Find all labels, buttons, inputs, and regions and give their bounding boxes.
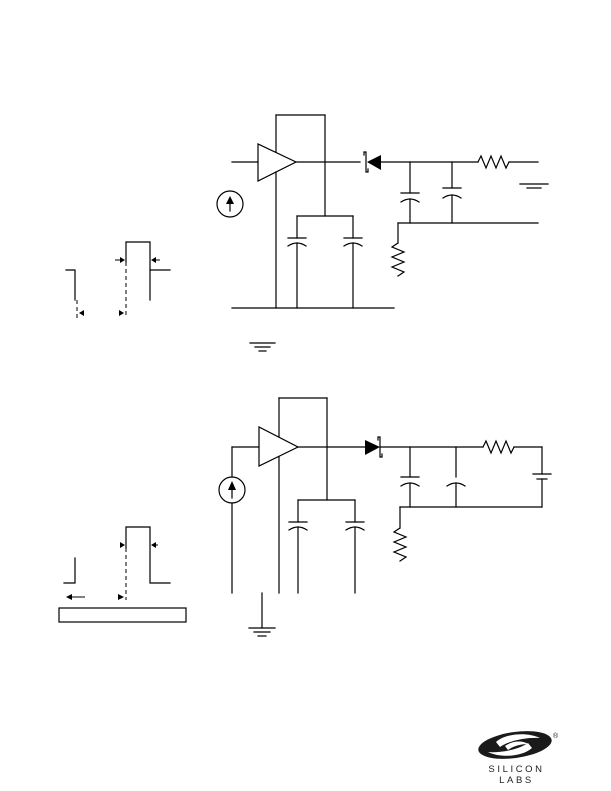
ground-icon xyxy=(249,342,276,352)
ground-icon xyxy=(248,627,276,637)
registered-mark: ® xyxy=(553,733,559,740)
label-box xyxy=(58,607,187,623)
diode-icon xyxy=(365,436,383,458)
capacitor-icon xyxy=(288,499,308,594)
battery-icon xyxy=(532,473,552,480)
current-source-icon xyxy=(218,476,246,504)
bottom-circuit xyxy=(58,397,552,637)
resistor-icon xyxy=(392,506,408,562)
resistor-icon xyxy=(390,222,406,277)
ground-icon xyxy=(519,183,549,189)
brand-text: SILICON LABS xyxy=(488,764,545,786)
silicon-labs-logo-icon xyxy=(478,731,552,759)
current-source-icon xyxy=(216,190,244,218)
capacitor-icon xyxy=(400,161,420,224)
op-amp-icon xyxy=(257,143,298,182)
capacitor-icon xyxy=(400,446,420,508)
top-circuit xyxy=(65,114,549,352)
capacitor-icon xyxy=(446,446,466,508)
capacitor-icon xyxy=(345,499,365,594)
pulse-waveform xyxy=(63,526,171,600)
capacitor-icon xyxy=(287,215,307,309)
capacitor-icon xyxy=(442,161,462,224)
resistor-icon xyxy=(482,439,515,455)
resistor-icon xyxy=(477,154,510,170)
diode-icon xyxy=(363,151,381,173)
capacitor-icon xyxy=(343,215,363,309)
pulse-waveform xyxy=(65,241,171,318)
